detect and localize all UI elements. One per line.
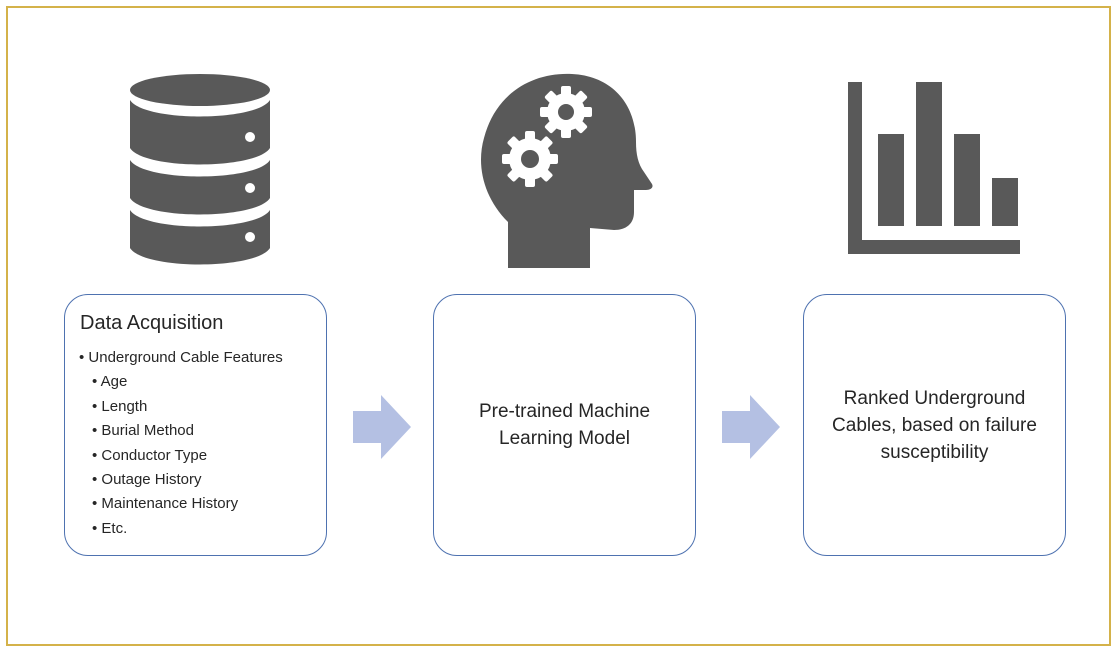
ml-model-label: Pre-trained Machine Learning Model bbox=[478, 401, 651, 449]
feature-text: • Length bbox=[92, 397, 148, 415]
feature-item: • Maintenance History bbox=[79, 492, 283, 516]
feature-text: • Underground Cable Features bbox=[79, 349, 283, 366]
bar-chart-icon bbox=[848, 82, 1020, 254]
ranked-cables-label: Ranked Underground Cables, based on fail… bbox=[832, 387, 1037, 463]
feature-category: • Underground Cable Features bbox=[79, 346, 283, 370]
feature-text: • Age bbox=[92, 373, 128, 391]
feature-item: • Outage History bbox=[79, 468, 283, 492]
feature-item: • Age bbox=[79, 370, 283, 394]
feature-text: • Conductor Type bbox=[92, 446, 208, 464]
right-arrow-icon bbox=[722, 395, 780, 459]
ranked-cables-box: Ranked Underground Cables, based on fail… bbox=[803, 294, 1066, 556]
feature-list: • Underground Cable Features • Age • Lengt… bbox=[79, 346, 283, 541]
data-acquisition-box: Data Acquisition • Underground Cable Fea… bbox=[64, 294, 327, 556]
feature-item: • Length bbox=[79, 395, 283, 419]
feature-text: • Burial Method bbox=[92, 422, 194, 440]
feature-text: • Etc. bbox=[92, 519, 128, 537]
feature-text: • Outage History bbox=[92, 470, 202, 488]
feature-item: • Etc. bbox=[79, 517, 283, 541]
ml-model-box: Pre-trained Machine Learning Model bbox=[433, 294, 696, 556]
brain-gears-icon bbox=[481, 73, 653, 268]
data-acquisition-title: Data Acquisition bbox=[80, 312, 224, 334]
right-arrow-icon bbox=[353, 395, 411, 459]
feature-text: • Maintenance History bbox=[92, 495, 239, 513]
feature-item: • Burial Method bbox=[79, 419, 283, 443]
database-icon bbox=[130, 74, 270, 265]
feature-item: • Conductor Type bbox=[79, 444, 283, 468]
